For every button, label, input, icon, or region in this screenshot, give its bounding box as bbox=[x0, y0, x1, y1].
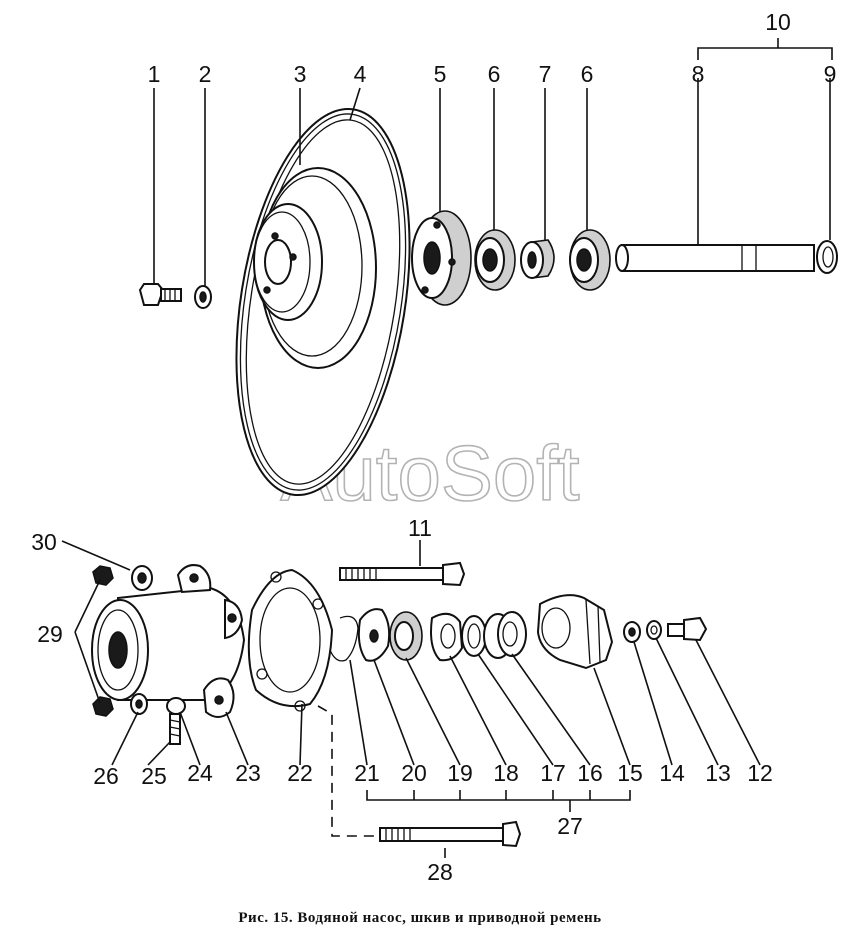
part-3-pulley bbox=[253, 167, 377, 369]
label-8: 8 bbox=[692, 61, 705, 87]
part-22-gasket bbox=[247, 568, 334, 712]
label-15: 15 bbox=[617, 760, 643, 786]
label-27: 27 bbox=[557, 813, 583, 839]
lower-leader-lines bbox=[61, 540, 761, 858]
label-17: 17 bbox=[540, 760, 566, 786]
label-11: 11 bbox=[408, 515, 432, 541]
label-30: 30 bbox=[31, 529, 57, 555]
part-18-seal bbox=[430, 612, 464, 662]
part-26-washer bbox=[130, 693, 148, 715]
label-10: 10 bbox=[765, 9, 791, 35]
label-18: 18 bbox=[493, 760, 519, 786]
label-21: 21 bbox=[354, 760, 380, 786]
part-6-bearing-left bbox=[474, 229, 516, 291]
label-16: 16 bbox=[577, 760, 603, 786]
label-7: 7 bbox=[539, 61, 552, 87]
part-28-long-bolt bbox=[379, 820, 522, 848]
label-12: 12 bbox=[747, 760, 773, 786]
label-29: 29 bbox=[37, 621, 63, 647]
part-6-bearing-right bbox=[569, 229, 611, 291]
part-2-washer bbox=[194, 285, 212, 309]
part-17-o-ring bbox=[461, 615, 487, 657]
part-7-spacer bbox=[520, 239, 555, 279]
upper-leader-lines bbox=[153, 38, 833, 287]
label-3: 3 bbox=[294, 61, 307, 87]
part-24-25-screw bbox=[166, 697, 186, 745]
part-13-washer bbox=[646, 620, 662, 640]
part-20-washer bbox=[357, 608, 391, 662]
part-11-long-bolt bbox=[339, 561, 466, 587]
part-15-impeller bbox=[536, 594, 614, 670]
part-23-pump-housing bbox=[91, 564, 246, 718]
label-26: 26 bbox=[93, 763, 119, 789]
label-24: 24 bbox=[187, 760, 213, 786]
part-8-shaft bbox=[615, 244, 815, 272]
label-6a: 6 bbox=[488, 61, 501, 87]
part-12-bolt bbox=[667, 616, 708, 642]
part-19-seal-ring bbox=[389, 611, 423, 661]
label-13: 13 bbox=[705, 760, 731, 786]
part-14-washer bbox=[623, 621, 641, 643]
part-30-washer bbox=[131, 565, 153, 591]
label-25: 25 bbox=[141, 763, 167, 789]
label-6b: 6 bbox=[581, 61, 594, 87]
part-29-nuts bbox=[92, 565, 114, 717]
label-1: 1 bbox=[148, 61, 161, 87]
label-2: 2 bbox=[199, 61, 212, 87]
part-16-spring bbox=[483, 611, 527, 659]
label-4: 4 bbox=[354, 61, 367, 87]
label-23: 23 bbox=[235, 760, 261, 786]
label-14: 14 bbox=[659, 760, 685, 786]
label-28: 28 bbox=[427, 859, 453, 885]
label-19: 19 bbox=[447, 760, 473, 786]
part-21-snap-ring bbox=[329, 615, 359, 662]
label-22: 22 bbox=[287, 760, 313, 786]
part-1-bolt bbox=[138, 283, 182, 306]
part-5-hub-flange bbox=[411, 210, 472, 306]
label-9: 9 bbox=[824, 61, 837, 87]
figure-caption: Рис. 15. Водяной насос, шкив и приводной… bbox=[238, 910, 601, 926]
part-9-ring bbox=[816, 240, 838, 274]
label-20: 20 bbox=[401, 760, 427, 786]
part-number-labels: 1 2 3 4 5 6 7 6 8 9 10 11 12 13 14 15 16… bbox=[31, 9, 836, 885]
label-5: 5 bbox=[434, 61, 447, 87]
